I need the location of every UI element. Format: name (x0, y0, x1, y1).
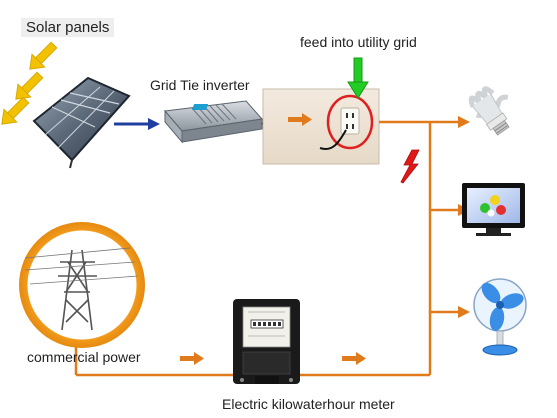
desk-fan-icon (473, 278, 527, 356)
lightning-icon (400, 149, 420, 184)
power-tower-icon (19, 222, 145, 348)
light-bulb-icon (468, 86, 510, 136)
socket-highlight (326, 94, 374, 150)
electric-meter-icon (233, 299, 300, 384)
solar-panels-label: Solar panels (21, 18, 115, 37)
television-icon (462, 183, 525, 236)
meter-label: Electric kilowaterhour meter (222, 396, 395, 412)
solar-panel-icon (32, 76, 131, 169)
feed-into-grid-label: feed into utility grid (300, 34, 417, 50)
feed-into-grid-arrow (347, 57, 369, 99)
sunlight-arrows-icon (1, 41, 58, 125)
wall-socket-icon (340, 107, 360, 135)
commercial-power-label: commercial power (27, 349, 141, 365)
orange-arrow-icon (288, 113, 312, 126)
panel-to-inverter-arrow (114, 118, 160, 130)
inverter-label: Grid Tie inverter (150, 77, 250, 93)
wall-socket-panel (262, 88, 380, 165)
